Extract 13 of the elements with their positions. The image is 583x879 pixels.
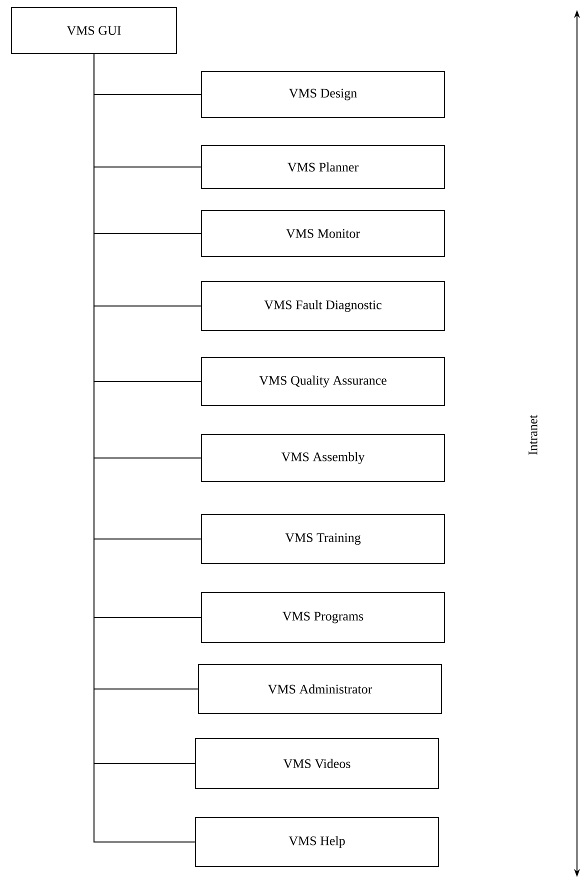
module-box: VMS Programs <box>201 592 445 643</box>
module-box: VMS Administrator <box>198 664 442 714</box>
side-label: Intranet <box>528 414 538 455</box>
module-box: VMS Help <box>195 817 439 867</box>
module-box: VMS Quality Assurance <box>201 357 445 406</box>
root-box: VMS GUI <box>11 7 177 54</box>
module-box: VMS Design <box>201 71 445 118</box>
module-box: VMS Monitor <box>201 210 445 257</box>
module-box: VMS Training <box>201 514 445 564</box>
module-box: VMS Fault Diagnostic <box>201 281 445 331</box>
module-box: VMS Planner <box>201 145 445 189</box>
module-box: VMS Assembly <box>201 434 445 482</box>
module-box: VMS Videos <box>195 738 439 789</box>
